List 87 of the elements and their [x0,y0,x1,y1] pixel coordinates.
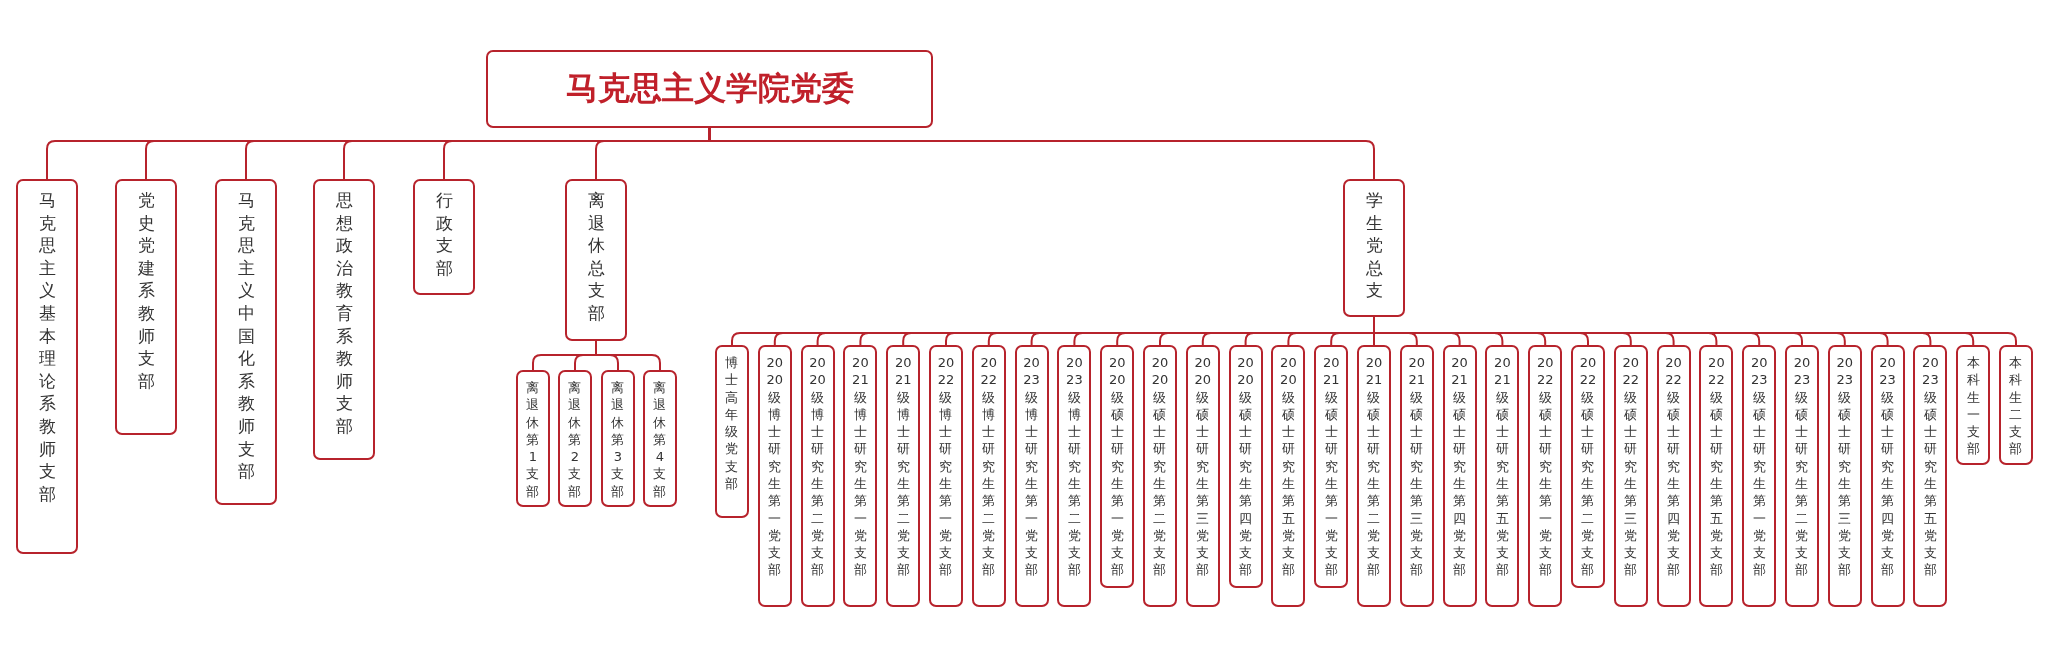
org-unit-box [1357,345,1391,607]
org-unit-box [558,370,592,507]
org-unit-box [1185,345,1220,607]
org-unit-box [601,370,635,507]
unit-name: 2020级博士研究生第一党支部 [766,354,784,579]
org-unit-box [1057,345,1092,607]
org-unit-box [1742,345,1777,607]
unit-name: 2022级硕士研究生第一党支部 [1536,354,1554,579]
unit-name: 2020级硕士研究生第四党支部 [1237,354,1255,579]
unit-name: 2020级硕士研究生第一党支部 [1108,354,1126,579]
org-unit-box [1613,345,1648,607]
unit-name: 离退休第2支部 [567,379,583,500]
unit-name: 2021级博士研究生第一党支部 [851,354,869,579]
unit-name: 博士高年级党支部 [724,354,740,493]
org-unit-box [1956,345,1991,465]
org-unit-box [1571,345,1605,588]
unit-name: 本科生一支部 [1965,354,1981,458]
unit-name: 本科生二支部 [2008,354,2024,458]
unit-name: 2022级博士研究生第二党支部 [980,354,998,579]
unit-name: 2020级硕士研究生第二党支部 [1151,354,1169,579]
org-unit-box [843,345,878,607]
org-unit-box [215,179,277,505]
org-unit-box [715,345,749,518]
org-unit-box [757,345,792,607]
org-unit-box [115,179,177,435]
org-unit-box [1785,345,1819,607]
unit-name: 2023级博士研究生第一党支部 [1023,354,1041,579]
unit-name: 2021级硕士研究生第四党支部 [1451,354,1469,579]
org-unit-box [1999,345,2033,465]
unit-name: 2023级硕士研究生第二党支部 [1793,354,1811,579]
unit-name: 离退休第1支部 [525,379,541,500]
unit-name: 2020级硕士研究生第五党支部 [1279,354,1297,579]
org-unit-box [1343,179,1405,317]
org-unit-box [971,345,1006,607]
org-unit-box [1913,345,1948,607]
unit-name: 2021级硕士研究生第二党支部 [1365,354,1383,579]
unit-name: 党史党建系教师支部 [136,189,156,393]
org-unit-box [16,179,78,554]
org-unit-box [1228,345,1263,588]
unit-name: 2023级硕士研究生第一党支部 [1750,354,1768,579]
org-unit-box [516,370,550,507]
unit-name: 2022级硕士研究生第五党支部 [1707,354,1725,579]
org-unit-box [1442,345,1477,607]
org-unit-box [1100,345,1135,588]
unit-name: 2020级硕士研究生第三党支部 [1194,354,1212,579]
unit-name: 学生党总支 [1364,189,1384,303]
org-unit-box [1271,345,1306,607]
org-unit-box [1528,345,1563,607]
unit-name: 马克思主义中国化系教师支部 [236,189,256,483]
unit-name: 思想政治教育系教师支部 [334,189,354,438]
org-unit-box [929,345,963,607]
unit-name: 2023级硕士研究生第三党支部 [1836,354,1854,579]
unit-name: 离退休第4支部 [652,379,668,500]
unit-name: 行政支部 [434,189,454,280]
unit-name: 马克思主义基本理论系教师支部 [37,189,57,506]
unit-name: 2021级硕士研究生第一党支部 [1322,354,1340,579]
unit-name: 离退休第3支部 [610,379,626,500]
unit-name: 2023级硕士研究生第五党支部 [1921,354,1939,579]
unit-name: 2022级硕士研究生第三党支部 [1622,354,1640,579]
unit-name: 2021级硕士研究生第三党支部 [1408,354,1426,579]
unit-name: 2023级博士研究生第二党支部 [1065,354,1083,579]
unit-name: 2020级博士研究生第二党支部 [809,354,827,579]
unit-name: 2023级硕士研究生第四党支部 [1879,354,1897,579]
org-unit-box [1485,345,1520,607]
unit-name: 2022级硕士研究生第四党支部 [1665,354,1683,579]
unit-name: 2021级博士研究生第二党支部 [894,354,912,579]
org-unit-box [1656,345,1691,607]
org-unit-box [1699,345,1734,607]
org-unit-box [1827,345,1862,607]
org-unit-box [1399,345,1434,607]
org-unit-box [413,179,475,295]
org-unit-box [800,345,835,607]
org-unit-box [1014,345,1049,607]
org-unit-box [1143,345,1177,607]
unit-name: 2021级硕士研究生第五党支部 [1493,354,1511,579]
org-unit-box [643,370,677,507]
unit-name: 2022级博士研究生第一党支部 [937,354,955,579]
unit-name: 2022级硕士研究生第二党支部 [1579,354,1597,579]
org-unit-box [886,345,921,607]
unit-name: 离退休总支部 [586,189,606,325]
org-unit-box [313,179,375,460]
connector-line [595,340,661,371]
org-unit-box [1870,345,1905,607]
title-text: 马克思主义学院党委 [565,68,854,109]
title-box [486,50,933,128]
org-unit-box [565,179,627,341]
org-unit-box [1314,345,1349,588]
